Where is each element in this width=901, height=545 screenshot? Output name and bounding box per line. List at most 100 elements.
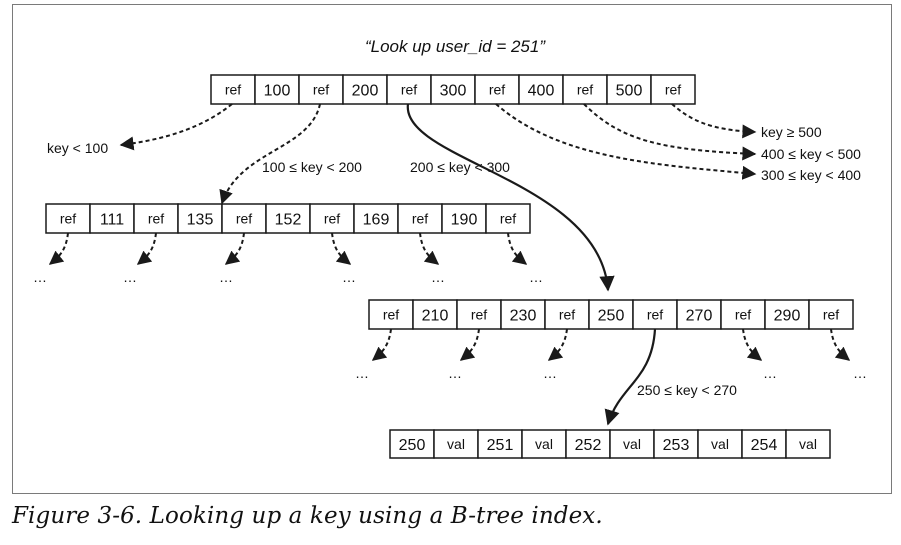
root-cell-border [562,74,608,105]
level1-cell-border [353,203,399,234]
root-cell-border [254,74,300,105]
level2-ref: ref [647,307,663,323]
label-200-300: 200 ≤ key < 300 [410,159,510,175]
level1-cell-border [45,203,91,234]
level2-ellipses: … … … … … [355,365,867,381]
label-lt100: key < 100 [47,140,108,156]
ellipsis: … [219,269,233,285]
leaf-cell-border [785,429,831,459]
edge-l1-0 [48,232,69,265]
level1-ref: ref [148,211,164,227]
root-cell-border [474,74,520,105]
level1-cell-border [265,203,311,234]
leaf-key: 252 [575,437,602,454]
root-ref: ref [665,82,681,98]
level2-child-edges [371,328,851,426]
edge-l1-2 [224,232,245,265]
level2-cell-border [588,299,634,330]
root-ref: ref [489,82,505,98]
label-400-500: 400 ≤ key < 500 [761,146,861,162]
label-250-270: 250 ≤ key < 270 [637,382,737,398]
ellipsis: … [853,365,867,381]
level2-cell-border [544,299,590,330]
level2-cell-border [720,299,766,330]
edge-root-gte500 [671,103,757,139]
root-ref: ref [225,82,241,98]
ellipsis: … [448,365,462,381]
root-key: 300 [440,83,467,100]
level1-ref: ref [60,211,76,227]
leaf-val: val [623,436,641,452]
root-cell-border [430,74,476,105]
level1-ellipses: … … … … … … [33,269,543,285]
root-ref: ref [313,82,329,98]
edge-l2-2 [547,328,568,361]
level2-key: 250 [598,308,625,325]
edge-l2-4 [742,328,763,361]
label-gte500: key ≥ 500 [761,124,822,140]
root-cell-border [342,74,388,105]
leaf-key: 251 [487,437,514,454]
leaf-cell-border [697,429,743,459]
level2-key: 230 [510,308,537,325]
ellipsis: … [543,365,557,381]
leaf-key: 254 [751,437,778,454]
level2-ref: ref [471,307,487,323]
level1-key: 169 [363,212,390,229]
level1-ref: ref [324,211,340,227]
ellipsis: … [33,269,47,285]
ellipsis: … [355,365,369,381]
level2-key: 270 [686,308,713,325]
level1-ref: ref [412,211,428,227]
figure-frame [12,4,892,494]
level1-ref: ref [500,211,516,227]
root-cell-border [518,74,564,105]
level2-key: 210 [422,308,449,325]
leaf-val: val [447,436,465,452]
level2-cell-border [808,299,854,330]
level2-ref: ref [735,307,751,323]
root-cell-border [210,74,256,105]
level1-key: 190 [451,212,478,229]
level2-ref: ref [383,307,399,323]
root-ref: ref [401,82,417,98]
edge-root-lt100 [119,103,233,151]
leaf-key: 250 [399,437,426,454]
edge-l1-3 [331,232,352,265]
root-key: 400 [528,83,555,100]
level1-cell-border [89,203,135,234]
level1-cell-border [221,203,267,234]
label-100-200: 100 ≤ key < 200 [262,159,362,175]
ellipsis: … [342,269,356,285]
level1-cell-border [397,203,443,234]
root-key: 500 [616,83,643,100]
leaf-val: val [799,436,817,452]
edge-l1-1 [136,232,157,265]
edge-root-100-200 [219,103,321,205]
level1-cell-border [441,203,487,234]
root-key: 200 [352,83,379,100]
edge-l2-5 [830,328,851,361]
leaf-cell-border [433,429,479,459]
leaf-cell-border [741,429,787,459]
root-cell-border [386,74,432,105]
level1-child-edges [48,232,528,265]
root-ref: ref [577,82,593,98]
edge-l1-4 [419,232,440,265]
leaf-cell-border [609,429,655,459]
level2-key: 290 [774,308,801,325]
root-cell-border [606,74,652,105]
level2-cell-border [676,299,722,330]
figure-caption: Figure 3-6. Looking up a key using a B-t… [12,503,603,529]
edge-l1-5 [507,232,528,265]
root-page: ref 100 ref 200 ref 300 ref 400 ref 500 ref [210,74,696,105]
ellipsis: … [529,269,543,285]
root-key: 100 [264,83,291,100]
level1-cell-border [485,203,531,234]
level1-key: 111 [100,212,124,229]
level1-key: 152 [275,212,302,229]
